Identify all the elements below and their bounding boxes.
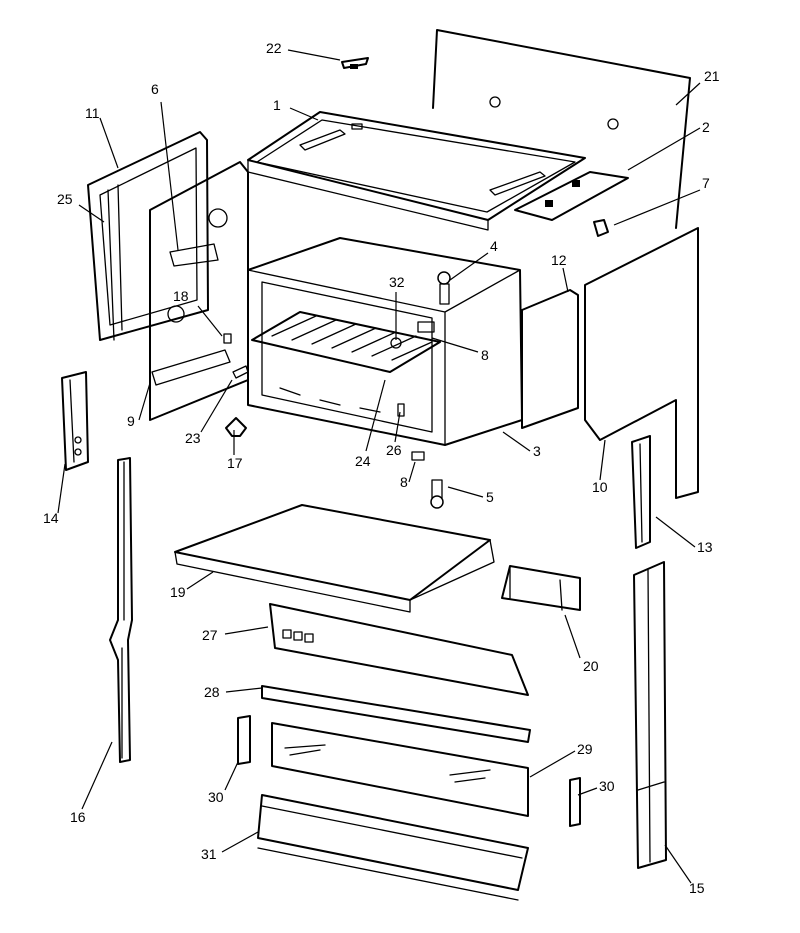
part-9-left-side-panel: [149, 161, 249, 421]
oven-cavity: [247, 237, 523, 446]
part-number-label: 31: [201, 846, 217, 862]
part-1-top-panel: [247, 111, 586, 231]
leader-line-3: [502, 431, 531, 452]
part-number-label: 8: [481, 347, 489, 363]
part-20-channel: [501, 565, 581, 611]
part-number-label: 4: [490, 238, 498, 254]
part-number-label: 6: [151, 81, 159, 97]
part-7-clip: [593, 219, 609, 237]
part-number-label: 23: [185, 430, 201, 446]
leader-line-30: [577, 787, 598, 796]
part-number-label: 9: [127, 413, 135, 429]
part-number-label: 20: [583, 658, 599, 674]
part-number-label: 18: [173, 288, 189, 304]
leader-line-19: [186, 571, 214, 590]
leader-line-13: [655, 516, 696, 548]
leader-line-8: [431, 337, 479, 353]
part-15-right-rail: [633, 561, 667, 869]
part-10-right-side-panel: [584, 227, 699, 499]
part-number-label: 16: [70, 809, 86, 825]
leader-line-5: [447, 486, 484, 498]
part-28-trim-strip: [261, 685, 531, 743]
leader-line-15: [664, 844, 692, 884]
part-13-bracket: [631, 435, 651, 549]
part-number-label: 15: [689, 880, 705, 896]
part-number-label: 21: [704, 68, 720, 84]
leader-line-6: [160, 101, 179, 251]
part-24-oven-rack: [251, 311, 441, 373]
part-31-drawer-base: [257, 794, 529, 901]
part-27-control-panel: [269, 603, 529, 696]
leader-line-25: [78, 204, 105, 223]
leader-line-30: [224, 761, 239, 791]
part-number-label: 1: [273, 97, 281, 113]
part-number-label: 7: [702, 175, 710, 191]
leader-line-10: [599, 439, 606, 481]
leader-line-24: [365, 379, 386, 452]
part-number-label: 14: [43, 510, 59, 526]
leader-line-8: [408, 461, 416, 483]
part-number-label: 5: [486, 489, 494, 505]
part-number-label: 8: [400, 474, 408, 490]
leader-line-14: [57, 463, 66, 514]
part-number-label: 30: [599, 778, 615, 794]
part-number-label: 27: [202, 627, 218, 643]
small-parts: [223, 333, 425, 461]
part-number-label: 19: [170, 584, 186, 600]
part-22-clip: [341, 57, 369, 69]
part-2-rear-bracket: [514, 171, 629, 221]
part-14-bracket: [61, 371, 89, 471]
part-29-drawer-front: [271, 722, 529, 817]
leader-line-21: [675, 82, 701, 106]
part-number-label: 22: [266, 40, 282, 56]
leader-line-4: [449, 252, 489, 281]
leader-line-20: [564, 614, 581, 659]
part-number-label: 2: [702, 119, 710, 135]
part-4-hinge: [437, 271, 451, 305]
part-number-label: 17: [227, 455, 243, 471]
leader-line-16: [81, 741, 113, 810]
leader-line-29: [529, 750, 576, 778]
leader-line-26: [394, 411, 401, 443]
leader-line-31: [221, 831, 259, 853]
leader-line-27: [224, 626, 269, 635]
part-number-label: 25: [57, 191, 73, 207]
leader-line-2: [627, 127, 701, 171]
part-21-back-panel: [432, 29, 691, 229]
leader-line-28: [225, 687, 263, 693]
part-number-label: 26: [386, 442, 402, 458]
leader-line-23: [200, 379, 233, 433]
part-number-label: 11: [85, 105, 100, 121]
part-19-bottom-panel: [174, 504, 495, 613]
part-number-label: 28: [204, 684, 220, 700]
part-number-label: 13: [697, 539, 713, 555]
leader-line-22: [287, 49, 341, 61]
part-5-hinge: [430, 479, 444, 509]
leader-line-12: [562, 267, 569, 293]
leader-line-7: [613, 189, 701, 226]
part-12-right-panel: [521, 289, 579, 429]
part-number-label: 30: [208, 789, 224, 805]
part-number-label: 10: [592, 479, 608, 495]
part-30-spacer-left: [237, 715, 251, 765]
part-number-label: 12: [551, 252, 567, 268]
leader-line-9: [138, 382, 151, 421]
leader-line-18: [197, 305, 223, 337]
part-number-label: 3: [533, 443, 541, 459]
part-number-label: 32: [389, 274, 405, 290]
part-30-spacer-right: [569, 777, 581, 827]
part-11-left-outer-panel: [87, 131, 209, 341]
part-number-label: 24: [355, 453, 371, 469]
leader-line-11: [99, 117, 119, 169]
callout-labels: 1234567889101112131415161718192021222324…: [43, 40, 720, 896]
leader-line-1: [289, 107, 319, 121]
part-number-label: 29: [577, 741, 593, 757]
part-16-left-rail: [109, 457, 133, 763]
